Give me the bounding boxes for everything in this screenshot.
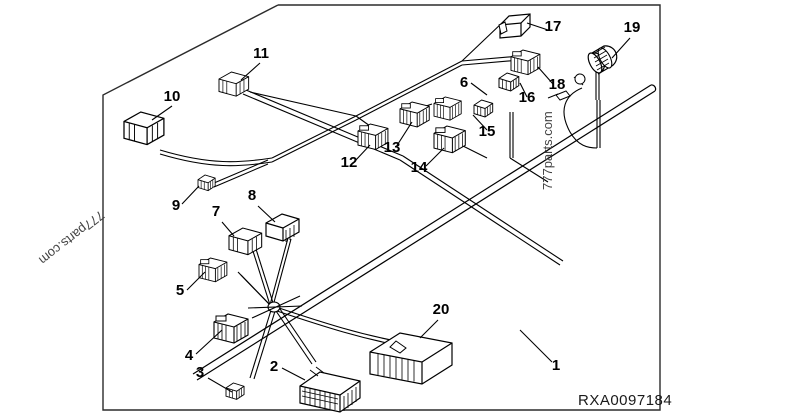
harness-branches-lower — [237, 237, 398, 380]
callout-leader-3 — [207, 377, 233, 393]
callout-number-15: 15 — [479, 123, 496, 140]
connector-2 — [299, 366, 361, 413]
callout-number-1: 1 — [552, 357, 560, 374]
drawing-part-number: RXA0097184 — [578, 392, 673, 409]
main-harness-trunk — [192, 84, 657, 381]
watermark-layer: 777parts.com 777parts.com — [36, 111, 555, 268]
callout-leader-19 — [611, 37, 631, 59]
harness-branches-upper — [159, 21, 601, 266]
connector-16 — [498, 72, 520, 92]
callout-number-3: 3 — [196, 364, 204, 381]
connector-14 — [433, 125, 466, 154]
callout-number-20: 20 — [433, 301, 450, 318]
callout-number-13: 13 — [384, 139, 401, 156]
callout-leader-18 — [537, 66, 554, 85]
callout-leader-4 — [195, 329, 223, 355]
callout-number-14: 14 — [411, 159, 428, 176]
callout-number-12: 12 — [341, 154, 358, 171]
connector-6 — [473, 99, 494, 118]
callout-leader-15 — [472, 114, 488, 131]
connector-17 — [498, 13, 531, 39]
callout-leader-5 — [186, 271, 206, 291]
connector-5 — [198, 257, 228, 283]
connector-4 — [213, 313, 249, 344]
callout-leader-2 — [281, 367, 306, 381]
callout-number-10: 10 — [164, 88, 181, 105]
connector-10 — [123, 111, 165, 146]
connector-18 — [510, 49, 541, 76]
callout-number-2: 2 — [270, 358, 278, 375]
callout-leader-7 — [221, 221, 235, 237]
callout-leader-6 — [470, 82, 488, 96]
component-19 — [547, 45, 618, 101]
callout-number-17: 17 — [545, 18, 562, 35]
callout-leader-10 — [151, 105, 173, 121]
callout-number-11: 11 — [253, 45, 269, 62]
callout-number-9: 9 — [172, 197, 180, 214]
watermark-1: 777parts.com — [540, 111, 555, 190]
callout-leader-13 — [395, 121, 413, 148]
connector-13 — [399, 101, 430, 128]
connector-3 — [225, 382, 245, 400]
connector-9 — [197, 174, 216, 192]
connector-11 — [218, 71, 250, 97]
callout-number-6: 6 — [460, 74, 468, 91]
callout-number-5: 5 — [176, 282, 184, 299]
callout-number-19: 19 — [624, 19, 641, 36]
callout-leader-17 — [526, 22, 549, 31]
callout-number-18: 18 — [549, 76, 566, 93]
callout-leader-16 — [519, 82, 528, 98]
callout-number-7: 7 — [212, 203, 220, 220]
connector-20 — [369, 332, 453, 385]
callout-leader-9 — [181, 185, 200, 205]
callout-number-16: 16 — [519, 89, 536, 106]
callout-leader-1 — [519, 329, 553, 363]
callout-number-4: 4 — [185, 347, 194, 364]
callout-leader-20 — [419, 319, 439, 339]
connector-15 — [433, 96, 462, 121]
callout-leader-11 — [240, 62, 261, 81]
callout-leader-8 — [257, 205, 276, 223]
diagram-frame — [102, 4, 661, 411]
callout-number-8: 8 — [248, 187, 256, 204]
callout-leader-14 — [425, 147, 445, 167]
callout-leader-12 — [354, 144, 371, 162]
watermark-0: 777parts.com — [36, 208, 107, 268]
